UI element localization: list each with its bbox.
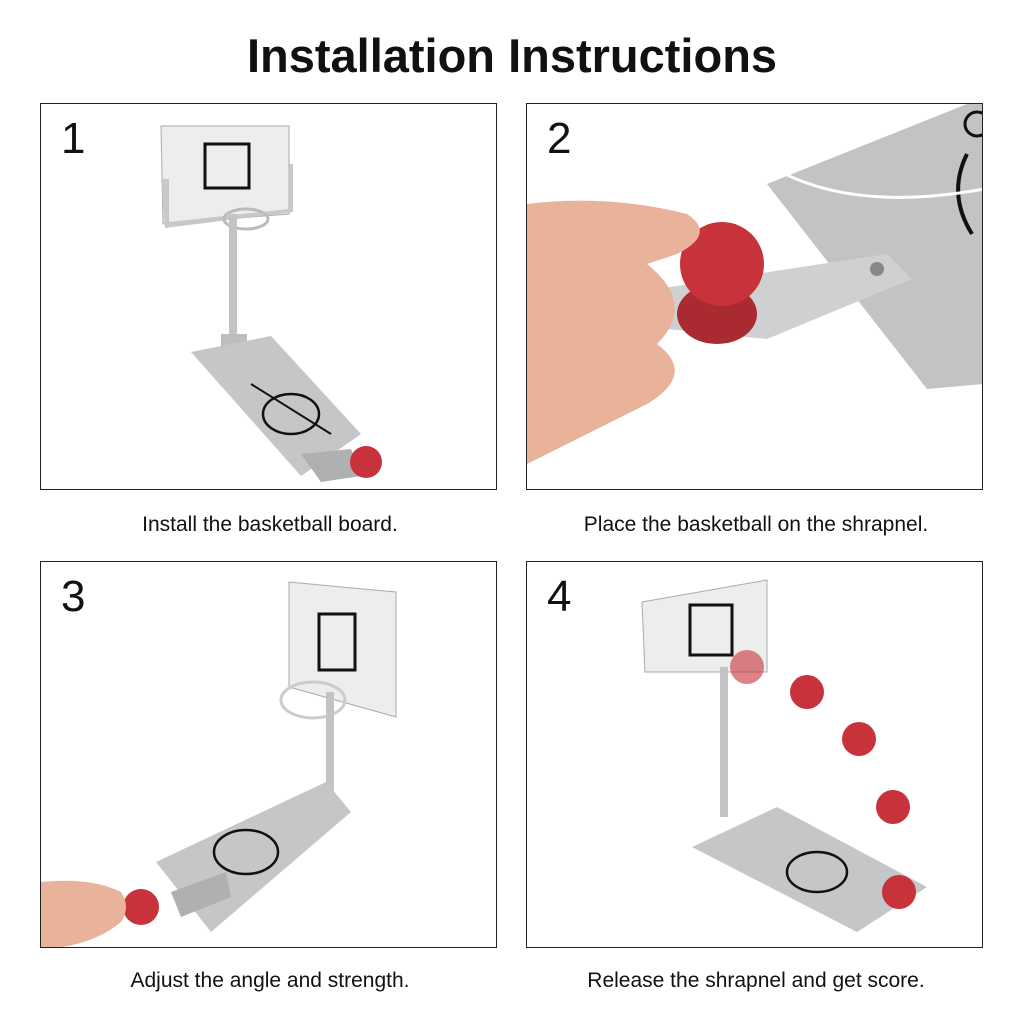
step-3-panel: 3 (40, 561, 497, 948)
basketball (350, 446, 382, 478)
step-number: 1 (61, 114, 86, 163)
basketball (680, 222, 764, 306)
step-1-panel: 1 (40, 103, 497, 490)
basketball (882, 875, 916, 909)
step-1-caption: Install the basketball board. (142, 513, 398, 536)
basketball (123, 889, 159, 925)
step-1-illustration (160, 125, 382, 482)
step-3-caption: Adjust the angle and strength. (130, 969, 410, 992)
step-2-illustration (527, 104, 982, 464)
hand (41, 880, 126, 947)
step-4-panel: 4 (526, 561, 983, 948)
page-title: Installation Instructions (246, 29, 778, 82)
step-3-illustration (41, 581, 397, 947)
step-4-illustration (641, 579, 927, 932)
step-2-caption: Place the basketball on the shrapnel. (583, 513, 929, 536)
step-2-panel: 2 (526, 103, 983, 490)
step-number: 3 (61, 572, 86, 621)
step-number: 4 (547, 572, 572, 621)
step-number: 2 (547, 114, 572, 163)
step-4-caption: Release the shrapnel and get score. (587, 969, 925, 992)
hand (527, 200, 700, 464)
